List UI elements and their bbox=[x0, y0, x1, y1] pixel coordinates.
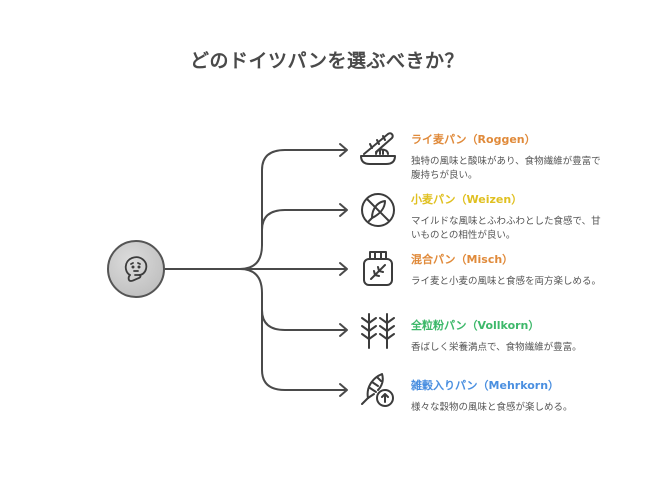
thinking-face-icon bbox=[124, 256, 148, 282]
item-title-mehrkorn: 雑穀入りパン（Mehrkorn） bbox=[411, 379, 560, 392]
connector-4 bbox=[239, 268, 347, 331]
arrowhead-4 bbox=[339, 323, 348, 337]
connector-1 bbox=[239, 149, 347, 270]
diagram-title: どのドイツパンを選ぶべきか？ bbox=[190, 50, 464, 72]
connector-5 bbox=[261, 309, 347, 391]
no-wheat-icon bbox=[361, 193, 395, 227]
item-desc-roggen: 独特の風味と酸味があり、食物繊維が豊富で腹持ちが良い。 bbox=[411, 156, 601, 181]
arrowhead-3 bbox=[339, 262, 348, 276]
item-title-vollkorn: 全粒粉パン（Vollkorn） bbox=[411, 319, 540, 332]
item-title-misch: 混合パン（Misch） bbox=[411, 253, 514, 266]
arrowhead-2 bbox=[339, 203, 348, 217]
item-title-weizen: 小麦パン（Weizen） bbox=[411, 193, 523, 206]
bread-basket-icon bbox=[360, 132, 396, 165]
item-desc-misch: ライ麦と小麦の風味と食感を両方楽しめる。 bbox=[411, 276, 602, 287]
grain-jar-icon bbox=[363, 251, 393, 286]
item-desc-vollkorn: 香ばしく栄養満点で、食物繊維が豊富。 bbox=[411, 342, 582, 353]
arrowhead-5 bbox=[339, 383, 348, 397]
hub-node bbox=[107, 240, 165, 298]
wheat-stalks-icon bbox=[361, 313, 395, 349]
item-desc-mehrkorn: 様々な穀物の風味と食感が楽しめる。 bbox=[411, 402, 573, 413]
connector-2 bbox=[261, 209, 347, 231]
arrowhead-1 bbox=[339, 143, 348, 157]
item-desc-weizen: マイルドな風味とふわふわとした食感で、甘いものとの相性が良い。 bbox=[411, 216, 601, 241]
grain-upload-icon bbox=[361, 373, 394, 407]
item-title-roggen: ライ麦パン（Roggen） bbox=[411, 133, 536, 146]
